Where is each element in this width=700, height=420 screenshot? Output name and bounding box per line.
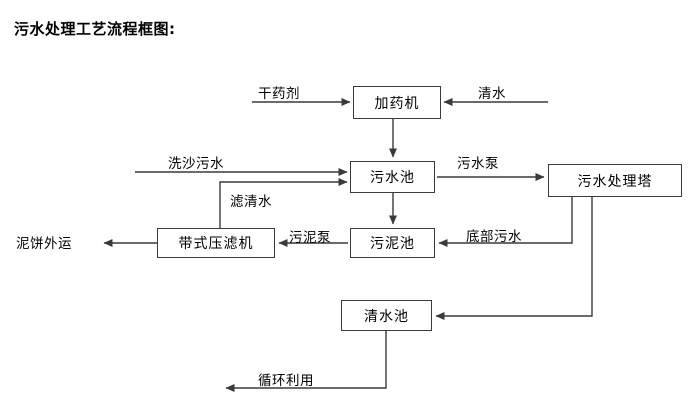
node-dosing-machine[interactable]: 加药机 [353, 86, 441, 119]
edge-label-sand-wash-sewage: 洗沙污水 [168, 156, 224, 172]
node-sludge-pool[interactable]: 污泥池 [350, 228, 435, 258]
edge-label-sludge-pump: 污泥泵 [289, 230, 331, 246]
edge-label-clean-water: 清水 [478, 86, 506, 102]
terminal-label-mud-cake-out: 泥饼外运 [16, 236, 72, 252]
page-title: 污水处理工艺流程框图: [14, 20, 176, 38]
edge-tower-to-clear-water-pool [435, 197, 593, 320]
edge-label-bottom-sewage: 底部污水 [466, 229, 522, 245]
node-treatment-tower[interactable]: 污水处理塔 [548, 164, 682, 197]
edge-clear-water-to-recycle [225, 331, 387, 392]
node-belt-filter-press[interactable]: 带式压滤机 [157, 228, 275, 258]
edge-label-dry-reagent: 干药剂 [258, 86, 300, 102]
edge-label-sewage-pump: 污水泵 [457, 156, 499, 172]
edge-label-filtrate-water: 滤清水 [230, 194, 272, 210]
edge-label-recycle-use: 循环利用 [258, 373, 314, 389]
edge-tower-to-sludge-pool [438, 197, 573, 247]
edge-filtrate-to-sewage-pool [219, 178, 348, 228]
node-clear-water-pool[interactable]: 清水池 [341, 300, 432, 331]
node-sewage-pool[interactable]: 污水池 [350, 161, 435, 193]
